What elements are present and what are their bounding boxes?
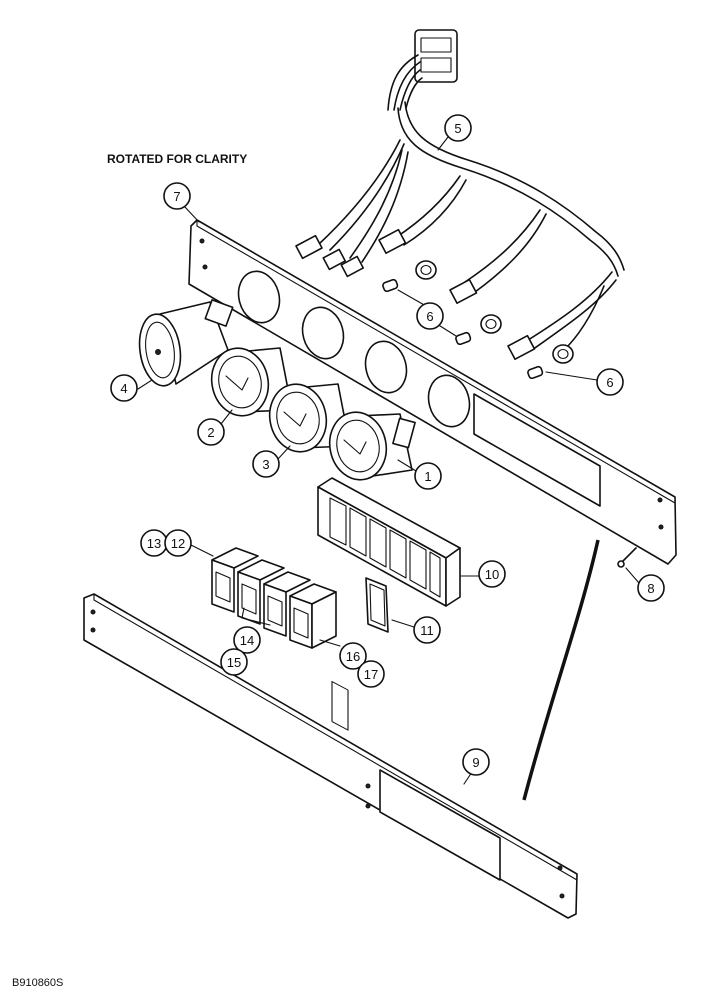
figure-code: B910860S <box>12 977 63 989</box>
callout-2: 2 <box>197 418 225 446</box>
rocker-switches <box>211 547 337 649</box>
gauge-hole <box>427 374 471 428</box>
callout-1: 1 <box>414 462 442 490</box>
wire-connector <box>449 278 478 305</box>
leader-lines <box>137 136 640 785</box>
gauge-hole <box>364 340 408 394</box>
svg-text:1: 1 <box>424 469 431 484</box>
svg-text:14: 14 <box>240 633 254 648</box>
switch-bezel <box>317 477 461 731</box>
callout-10: 10 <box>478 560 506 588</box>
callout-3: 3 <box>252 450 280 478</box>
gauge-2 <box>210 347 293 417</box>
gauge-hole <box>237 270 281 324</box>
svg-text:10: 10 <box>485 567 499 582</box>
wire-connector <box>340 255 365 278</box>
svg-text:6: 6 <box>606 375 613 390</box>
lower-panel-cutout <box>379 769 501 881</box>
svg-text:13: 13 <box>147 536 161 551</box>
callout-5: 5 <box>444 114 472 142</box>
svg-text:4: 4 <box>120 381 127 396</box>
instrument-panel <box>188 219 677 565</box>
svg-text:8: 8 <box>647 581 654 596</box>
blank-plug <box>365 577 389 633</box>
svg-text:11: 11 <box>420 623 434 638</box>
callout-9: 9 <box>462 748 490 776</box>
wire-connector <box>322 248 347 271</box>
wire-connector <box>507 334 536 361</box>
svg-text:2: 2 <box>207 425 214 440</box>
bulb-socket <box>415 260 437 280</box>
ground-cable <box>522 539 600 801</box>
diagram-title: ROTATED FOR CLARITY <box>107 152 247 166</box>
callout-8: 8 <box>637 574 665 602</box>
wiring-harness <box>295 29 625 364</box>
callout-12: 12 <box>164 529 192 557</box>
bulb-socket <box>552 344 574 364</box>
callout-15: 15 <box>220 648 248 676</box>
callout-14: 14 <box>233 626 261 654</box>
indicator-bulbs <box>382 278 544 380</box>
mounting-screw <box>617 547 637 568</box>
svg-text:3: 3 <box>262 457 269 472</box>
callout-11: 11 <box>413 616 441 644</box>
svg-text:6: 6 <box>426 309 433 324</box>
bulb-socket <box>480 314 502 334</box>
callout-6a: 6 <box>416 302 444 330</box>
svg-text:16: 16 <box>346 649 360 664</box>
lower-panel <box>83 593 578 919</box>
hourmeter-gauge <box>138 299 234 387</box>
switch-cutout <box>473 393 601 507</box>
svg-text:7: 7 <box>173 189 180 204</box>
gauge-1 <box>328 411 416 481</box>
svg-text:15: 15 <box>227 655 241 670</box>
callout-6b: 6 <box>596 368 624 396</box>
callout-4: 4 <box>110 374 138 402</box>
svg-text:12: 12 <box>171 536 185 551</box>
callout-13: 13 <box>140 529 168 557</box>
gauge-hole <box>301 306 345 360</box>
svg-text:9: 9 <box>472 755 479 770</box>
svg-text:5: 5 <box>454 121 461 136</box>
wire-connector <box>378 228 407 255</box>
callout-7: 7 <box>163 182 191 210</box>
callout-17: 17 <box>357 660 385 688</box>
callout-16: 16 <box>339 642 367 670</box>
wire-connector <box>295 234 323 260</box>
svg-text:17: 17 <box>364 667 378 682</box>
